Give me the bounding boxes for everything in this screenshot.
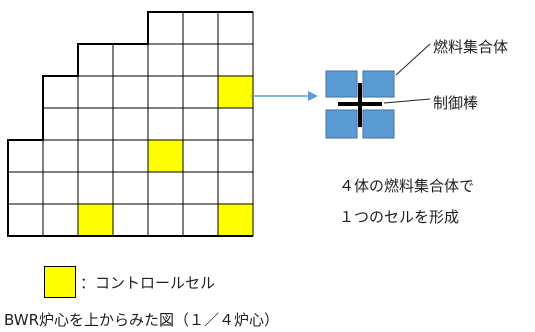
fuel-cell: [182, 107, 219, 141]
fuel-cell: [147, 75, 184, 109]
fuel-cell: [147, 171, 184, 205]
fuel-cell: [112, 75, 149, 109]
control-rod-label: 制御棒: [433, 94, 479, 112]
fuel-cell: [217, 43, 254, 77]
fuel-cell: [112, 203, 149, 237]
fuel-cell: [182, 171, 219, 205]
cell-description-line1: ４体の燃料集合体で: [339, 177, 475, 195]
fuel-cell: [7, 171, 44, 205]
fuel-cell: [7, 203, 44, 237]
fuel-cell: [182, 203, 219, 237]
fuel-cell: [147, 11, 184, 45]
pointer-arrow-head: [308, 91, 318, 101]
fuel-cell: [42, 107, 79, 141]
fuel-assembly-top-left: [325, 70, 358, 98]
fuel-assembly-label: 燃料集合体: [433, 38, 509, 56]
fuel-cell: [217, 107, 254, 141]
fuel-cell: [182, 11, 219, 45]
fuel-cell: [182, 43, 219, 77]
legend-control-cell-swatch: [44, 266, 76, 298]
fuel-cell: [182, 75, 219, 109]
fuel-cell: [147, 203, 184, 237]
fuel-cell: [112, 43, 149, 77]
fuel-cell: [77, 139, 114, 173]
core-grid: [7, 11, 254, 237]
fuel-cell: [77, 75, 114, 109]
control-rod-leader-line: [383, 98, 431, 104]
control-cell: [147, 139, 184, 173]
fuel-cell: [217, 11, 254, 45]
fuel-cell: [217, 171, 254, 205]
fuel-cell: [42, 203, 79, 237]
core-outline: [7, 11, 253, 237]
figure-caption: BWR炉心を上からみた図（１／４炉心）: [4, 311, 280, 329]
fuel-cell: [42, 139, 79, 173]
fuel-assembly-leader-line: [395, 43, 431, 76]
fuel-cell: [42, 171, 79, 205]
control-cell: [217, 75, 254, 109]
fuel-cell: [112, 107, 149, 141]
fuel-assembly-bottom-left: [325, 109, 358, 139]
fuel-cell: [42, 75, 79, 109]
fuel-assembly-top-right: [362, 70, 395, 98]
control-rod-horizontal: [338, 102, 382, 106]
control-cell: [217, 203, 254, 237]
fuel-assembly-bottom-right: [362, 109, 395, 139]
fuel-cell-diagram: [325, 70, 395, 139]
fuel-cell: [217, 139, 254, 173]
fuel-cell: [147, 43, 184, 77]
cell-description-line2: １つのセルを形成: [339, 208, 460, 226]
control-cell: [77, 203, 114, 237]
fuel-cell: [7, 139, 44, 173]
fuel-cell: [77, 171, 114, 205]
legend-label: ：コントロールセル: [80, 274, 216, 292]
fuel-cell: [112, 139, 149, 173]
fuel-cell: [182, 139, 219, 173]
fuel-cell: [147, 107, 184, 141]
fuel-cell: [77, 107, 114, 141]
fuel-cell: [77, 43, 114, 77]
fuel-cell: [112, 171, 149, 205]
